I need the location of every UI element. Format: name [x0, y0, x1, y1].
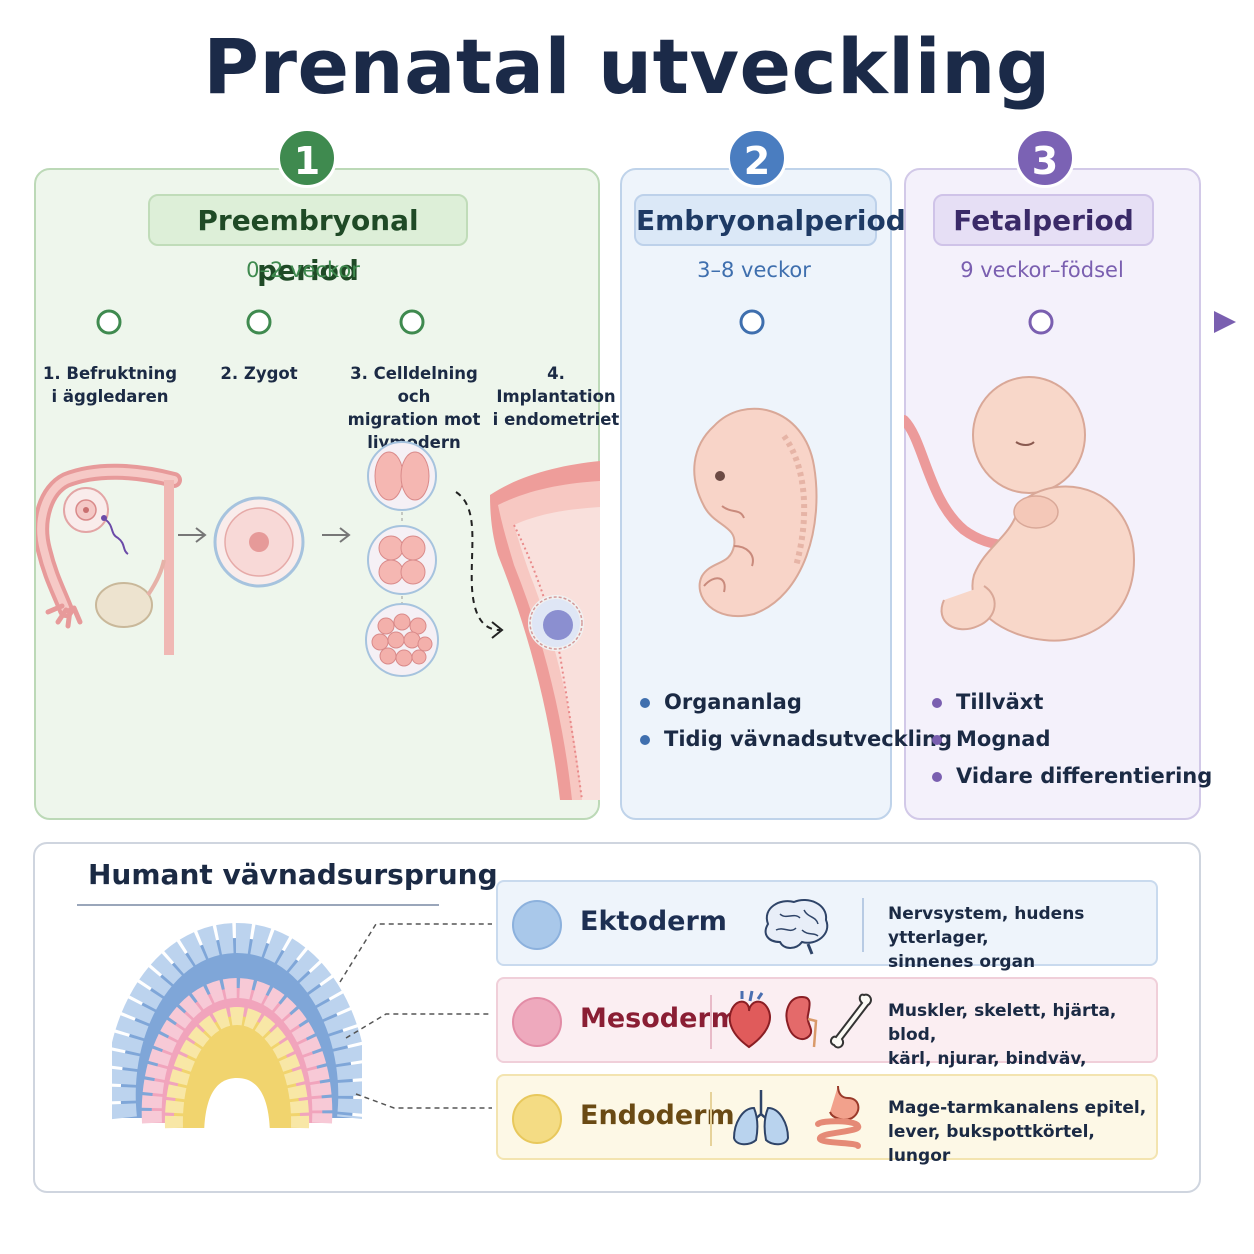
period-1-number: 1: [277, 128, 337, 188]
embryo-illustration: [693, 407, 818, 617]
arrow-icon: [322, 527, 351, 543]
mesoderm-row: Mesoderm Muskler, skelett, hjärta, blod,…: [496, 977, 1158, 1093]
endoderm-row: Endoderm Mage-tarmkanalens epitel,lever,…: [496, 1074, 1158, 1166]
period-2-range: 3–8 veckor: [697, 258, 811, 282]
stomach-intestine-icon: [815, 1085, 862, 1149]
endoderm-description: Mage-tarmkanalens epitel,lever, bukspott…: [888, 1098, 1147, 1166]
zygote-illustration: [213, 496, 305, 588]
brain-icon: [764, 899, 829, 955]
timeline-arrow-icon: [1214, 311, 1236, 333]
arrow-icon: [178, 527, 207, 543]
heart-icon: [728, 990, 771, 1049]
tissue-origin-title: Humant vävnadsursprung: [88, 858, 498, 891]
divider: [77, 904, 439, 906]
ektoderm-color-dot: [512, 900, 562, 950]
divider: [710, 1092, 712, 1146]
connector-lines: [339, 923, 492, 1109]
fallopian-tube-illustration: [36, 463, 182, 655]
kidney-icon: [785, 995, 818, 1048]
timeline-node: [246, 309, 272, 335]
period-1-name: Preembryonal period: [148, 194, 468, 287]
ektoderm-name: Ektoderm: [580, 906, 727, 937]
page-title: Prenatal utveckling: [203, 22, 1051, 111]
divider: [862, 898, 864, 952]
cell-division-illustration: [365, 441, 439, 677]
lungs-icon: [732, 1090, 790, 1146]
uterus-implantation-illustration: [490, 461, 600, 800]
endoderm-color-dot: [512, 1094, 562, 1144]
mesoderm-color-dot: [512, 997, 562, 1047]
embryonal-bullet-list: Organanlag Tidig vävnadsutveckling: [640, 684, 952, 758]
ektoderm-row: Ektoderm Nervsystem, hudens ytterlager,s…: [496, 880, 1158, 972]
period-1-range: 0–2 veckor: [246, 258, 360, 282]
ektoderm-description: Nervsystem, hudens ytterlager,sinnenes o…: [888, 904, 1085, 972]
fetus-illustration: [904, 376, 1136, 642]
bone-icon: [829, 993, 872, 1049]
list-item: Tillväxt: [932, 684, 1212, 721]
endoderm-name: Endoderm: [580, 1100, 735, 1131]
period-3-range: 9 veckor–födsel: [960, 258, 1124, 282]
list-item: Mognad: [932, 721, 1212, 758]
period-3-number: 3: [1015, 128, 1075, 188]
migration-arrow-icon: [455, 491, 504, 639]
timeline: [28, 309, 1236, 335]
list-item: Vidare differentiering: [932, 758, 1212, 795]
fetal-bullet-list: Tillväxt Mognad Vidare differentiering: [932, 684, 1212, 795]
list-item: Tidig vävnadsutveckling: [640, 721, 952, 758]
step-2-label: 2. Zygot: [220, 364, 298, 383]
period-2-name: Embryonalperiod: [634, 194, 906, 246]
list-item: Organanlag: [640, 684, 952, 721]
timeline-node: [399, 309, 425, 335]
timeline-node: [96, 309, 122, 335]
timeline-node: [739, 309, 765, 335]
mesoderm-name: Mesoderm: [580, 1003, 739, 1034]
germ-layer-diagram: [112, 922, 362, 1138]
period-2-number: 2: [727, 128, 787, 188]
divider: [710, 995, 712, 1049]
period-3-name: Fetalperiod: [933, 194, 1154, 246]
timeline-node: [1028, 309, 1054, 335]
